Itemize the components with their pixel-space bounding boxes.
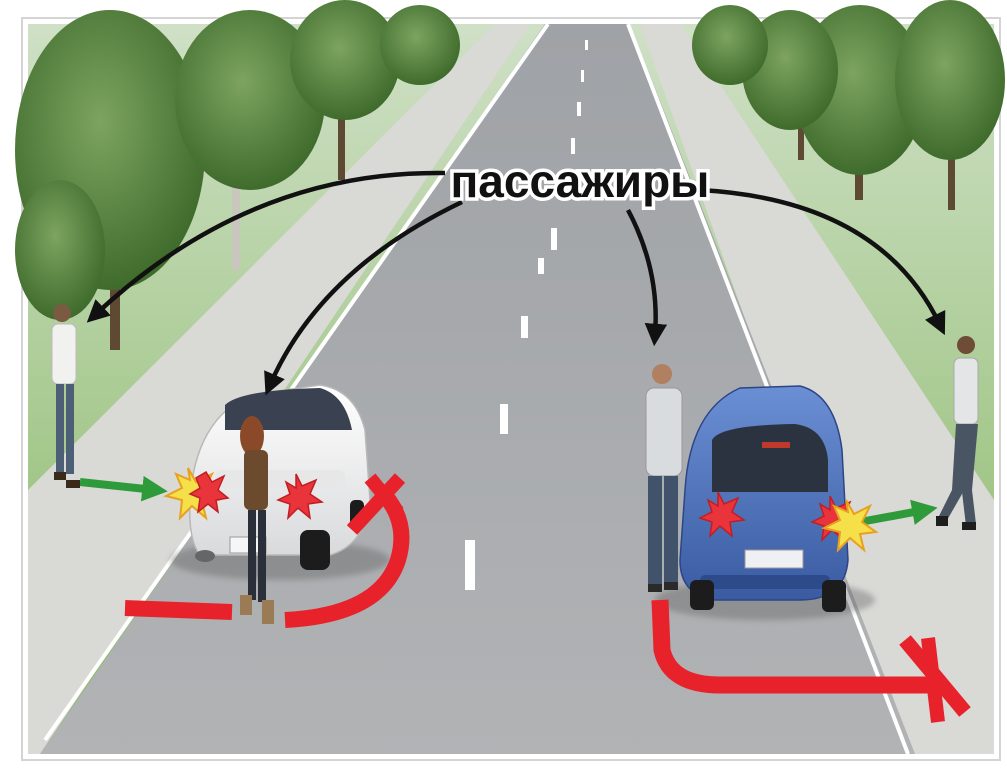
passenger-man-blue-car (646, 364, 682, 592)
caption-passengers: пассажиры (451, 155, 710, 207)
scene-background (15, 0, 1005, 754)
